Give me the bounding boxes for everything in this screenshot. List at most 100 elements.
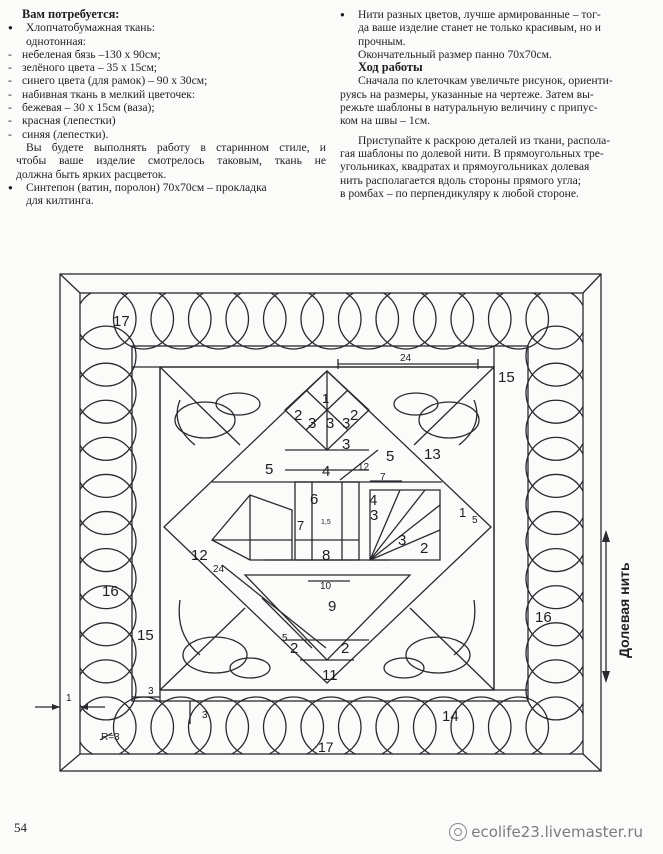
materials-heading: Вам потребуется: [22,7,120,21]
label-piece-14: 14 [442,708,459,725]
scallop-circle [80,622,137,684]
instruction-text: руясь на размеры, указанные на чертеже. … [340,87,594,101]
label-piece-3: 3 [342,436,350,453]
label-piece-16: 16 [102,583,119,600]
instruction-text: нить располагается вдоль стороны прямого… [340,173,581,187]
fabric-item: зелёного цвета – 35 х 15см; [8,61,326,75]
fabric-sub: однотонная: [26,34,87,48]
instructions-column: Нити разных цветов, лучше армированные –… [340,8,656,200]
fabric-item: бежевая – 30 х 15см (ваза); [8,101,326,115]
radius-label: R=3 [101,732,120,743]
instruction-text: гая шаблоны по долевой нити. В прямоугол… [340,146,604,160]
instruction-text: угольниках, квадратах и прямоугольниках … [340,160,590,174]
label-piece-8: 8 [322,547,330,564]
dimension-line [339,449,379,481]
instruction-text: в ромбах – по перпендикуляру к любой сто… [340,186,579,200]
label-piece-16: 16 [535,609,552,626]
vase-shape [243,574,412,661]
scallop-circle [187,293,250,350]
label-piece-17: 17 [318,739,334,755]
stem-panel [294,481,360,561]
left-cube [210,494,293,561]
watermark-text: ecolife23.livemaster.ru [471,823,643,841]
scallop-circle [337,293,400,350]
instruction-text: Приступайте к раскрою деталей из ткани, … [358,133,611,147]
scallop-circle [525,473,583,536]
frame-mitre [582,273,602,294]
fabric-item: набивная ткань в мелкий цветочек: [8,88,326,102]
scallop-circle [375,696,437,754]
scallop-circle [80,293,137,350]
scallop-circle [150,293,212,350]
dimension-label: 12 [358,462,370,473]
dimension-label: 5 [472,515,478,526]
label-piece-4: 4 [369,492,377,509]
style-note: должна быть ярких расцветок. [16,167,167,181]
label-piece-1: 1 [459,505,466,520]
scallop-circle [80,547,137,610]
scallop-circle [375,293,437,350]
frame-mitre [59,753,81,772]
label-piece-2: 2 [341,640,349,657]
label-piece-2: 2 [290,640,298,657]
dimension-label: 1 [66,693,72,704]
scallop-circle [525,362,583,424]
radius-leader [99,732,113,741]
scallop-circle [525,510,583,573]
page-number: 54 [14,820,27,835]
scallop-circle [525,696,583,754]
scallop-circle [262,293,325,350]
label-piece-2: 2 [350,407,358,424]
watermark: ecolife23.livemaster.ru [449,823,643,841]
instruction-text: режьте шаблоны в натуральную величину с … [340,101,598,115]
label-piece-13: 13 [424,446,441,463]
outer-frame-inner [79,292,584,755]
flower-icon [449,823,468,841]
scallop-circle [225,293,287,350]
scallop-circle [450,696,512,754]
label-piece-9: 9 [328,598,336,615]
scallop-circle [262,696,325,754]
label-piece-4: 4 [322,463,330,480]
scallop-circle [80,510,137,573]
label-piece-11: 11 [322,667,338,684]
scallop-circle [187,696,250,754]
label-piece-5: 5 [386,448,394,465]
fabric-item: красная (лепестки) [8,114,326,128]
scallop-circle [525,436,583,499]
scallop-circle [300,293,362,350]
scallop-circle [300,696,362,754]
dimension-line [261,597,313,649]
fabric-item: небеленая бязь –130 х 90см; [8,48,326,62]
dimension-line [221,564,327,649]
grain-direction-label: Долевая нить [616,562,632,658]
scallop-circle [525,585,583,647]
scallop-circle [525,659,583,721]
label-piece-2: 2 [294,407,302,424]
outer-frame-edge [59,273,602,772]
scallop-circle [525,325,583,387]
scallop-circle [412,696,475,754]
label-piece-3: 3 [342,415,350,432]
scallop-circle [80,362,137,424]
style-note: чтобы ваше изделие смотрелось таковым, т… [16,154,326,168]
threads-note: Нити разных цветов, лучше армированные –… [340,8,656,22]
dimension-label: 3 [148,686,154,697]
instruction-text: ком на швы – 1см. [340,114,431,128]
dimension-label: 10 [320,581,332,592]
threads-note: прочным. [358,34,406,48]
label-piece-12: 12 [191,547,208,564]
scallop-circle [80,325,137,387]
scallop-circle [337,696,400,754]
fabric-title: Хлопчатобумажная ткань: [8,21,326,35]
scallop-circle [80,659,137,721]
central-diamond [163,370,492,684]
dimension-label: 24 [213,564,225,575]
frame-mitre [582,753,602,772]
fabric-item: синяя (лепестки). [8,128,326,142]
label-piece-3: 3 [398,532,406,549]
scallop-circle [487,293,550,350]
label-piece-15: 15 [498,369,515,386]
frame-mitre [59,273,81,294]
instruction-text: Сначала по клеточкам увеличьте рисунок, … [358,74,613,88]
